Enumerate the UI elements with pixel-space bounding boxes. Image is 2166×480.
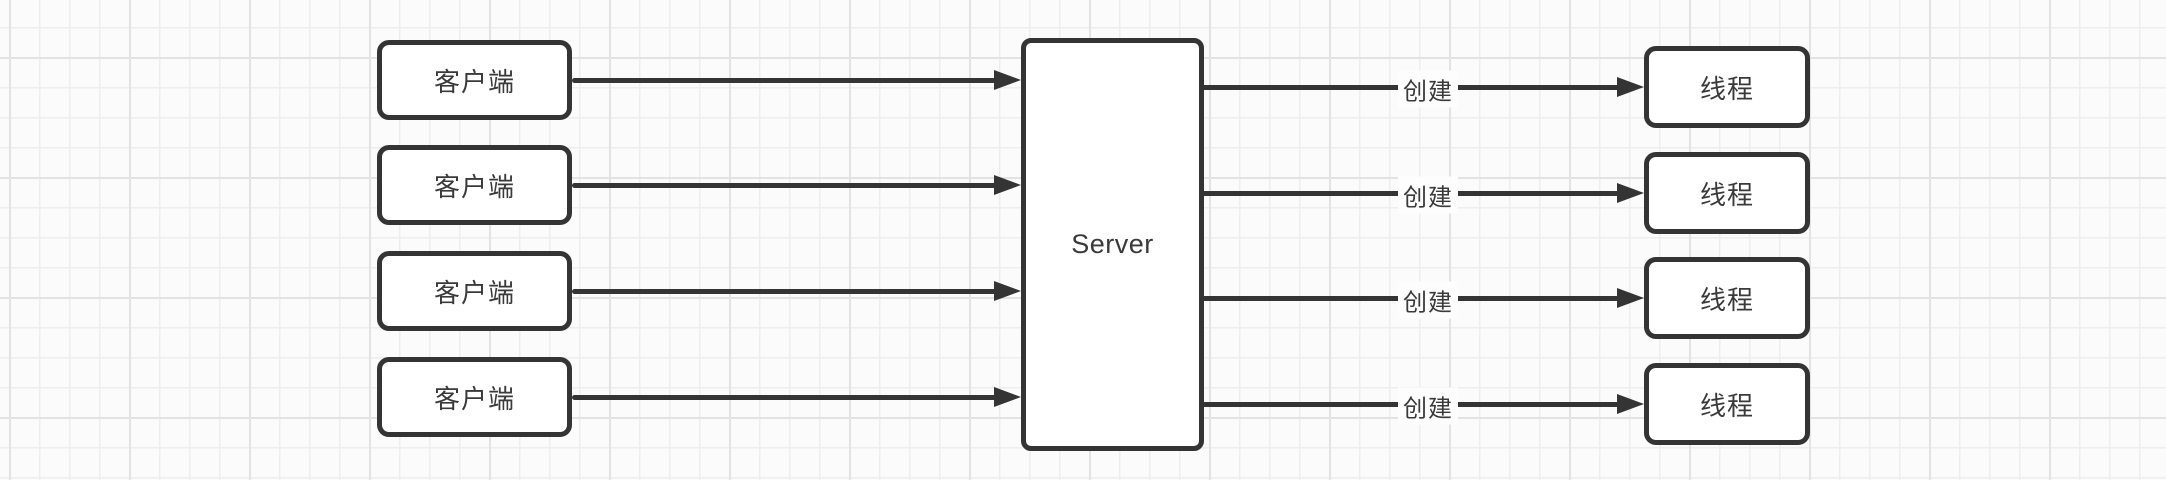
arrowhead-icon — [1617, 394, 1644, 414]
client-box-2: 客户端 — [377, 145, 572, 225]
client-label: 客户端 — [433, 66, 515, 97]
edge-label-create-3: 创建 — [1398, 281, 1458, 319]
server-label: Server — [1071, 229, 1154, 259]
thread-box-4: 线程 — [1644, 363, 1810, 445]
edge-label-create-4: 创建 — [1398, 387, 1458, 425]
edge-label-create-1: 创建 — [1398, 70, 1458, 108]
client-box-3: 客户端 — [377, 251, 572, 331]
thread-label: 线程 — [1699, 284, 1754, 315]
arrowhead-icon — [1617, 77, 1644, 97]
connector-client4-server — [572, 394, 996, 400]
arrowhead-icon — [994, 281, 1021, 301]
arrowhead-icon — [1617, 288, 1644, 308]
edge-label-create-2: 创建 — [1398, 176, 1458, 214]
arrowhead-icon — [994, 70, 1021, 90]
arrowhead-icon — [994, 387, 1021, 407]
thread-label: 线程 — [1699, 179, 1754, 210]
server-box: Server — [1021, 38, 1204, 451]
client-label: 客户端 — [433, 383, 515, 414]
client-box-1: 客户端 — [377, 40, 572, 120]
thread-label: 线程 — [1699, 73, 1754, 104]
thread-box-3: 线程 — [1644, 257, 1810, 339]
thread-label: 线程 — [1699, 390, 1754, 421]
connector-client2-server — [572, 182, 996, 188]
client-box-4: 客户端 — [377, 357, 572, 437]
connector-client1-server — [572, 77, 996, 83]
thread-box-2: 线程 — [1644, 152, 1810, 234]
connector-client3-server — [572, 288, 996, 294]
arrowhead-icon — [994, 175, 1021, 195]
arrowhead-icon — [1617, 183, 1644, 203]
thread-box-1: 线程 — [1644, 46, 1810, 128]
client-label: 客户端 — [433, 171, 515, 202]
client-label: 客户端 — [433, 277, 515, 308]
